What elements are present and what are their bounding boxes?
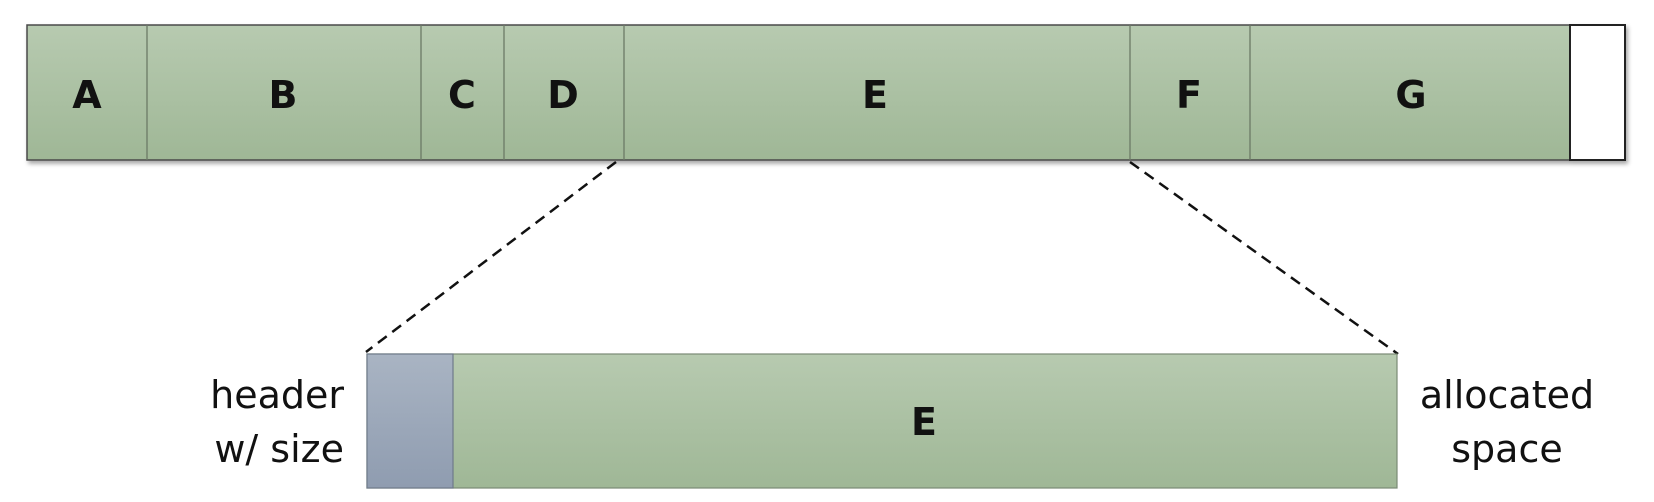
zoomed-block <box>366 353 1398 489</box>
header-label-line-2: w/ size <box>214 427 344 471</box>
block-label-b: B <box>269 73 298 117</box>
zoom-line-left <box>365 161 617 353</box>
block-dividers <box>146 25 1251 160</box>
block-label-a: A <box>72 73 102 117</box>
space-label-line-1: allocated <box>1420 373 1594 417</box>
space-label-line-2: space <box>1451 427 1562 471</box>
header-label-line-1: header <box>210 373 344 417</box>
memory-strip-background <box>26 24 1626 161</box>
block-label-e: E <box>862 73 888 117</box>
block-label-c: C <box>448 73 476 117</box>
zoomed-block-label: E <box>911 400 937 444</box>
zoom-line-right <box>1129 160 1399 356</box>
header-size-field <box>366 353 454 489</box>
memory-strip <box>26 24 1626 161</box>
block-label-d: D <box>547 73 579 117</box>
block-label-f: F <box>1176 73 1202 117</box>
zoomed-block-space <box>366 353 1398 489</box>
block-label-g: G <box>1395 73 1426 117</box>
free-space-block <box>1569 24 1626 161</box>
